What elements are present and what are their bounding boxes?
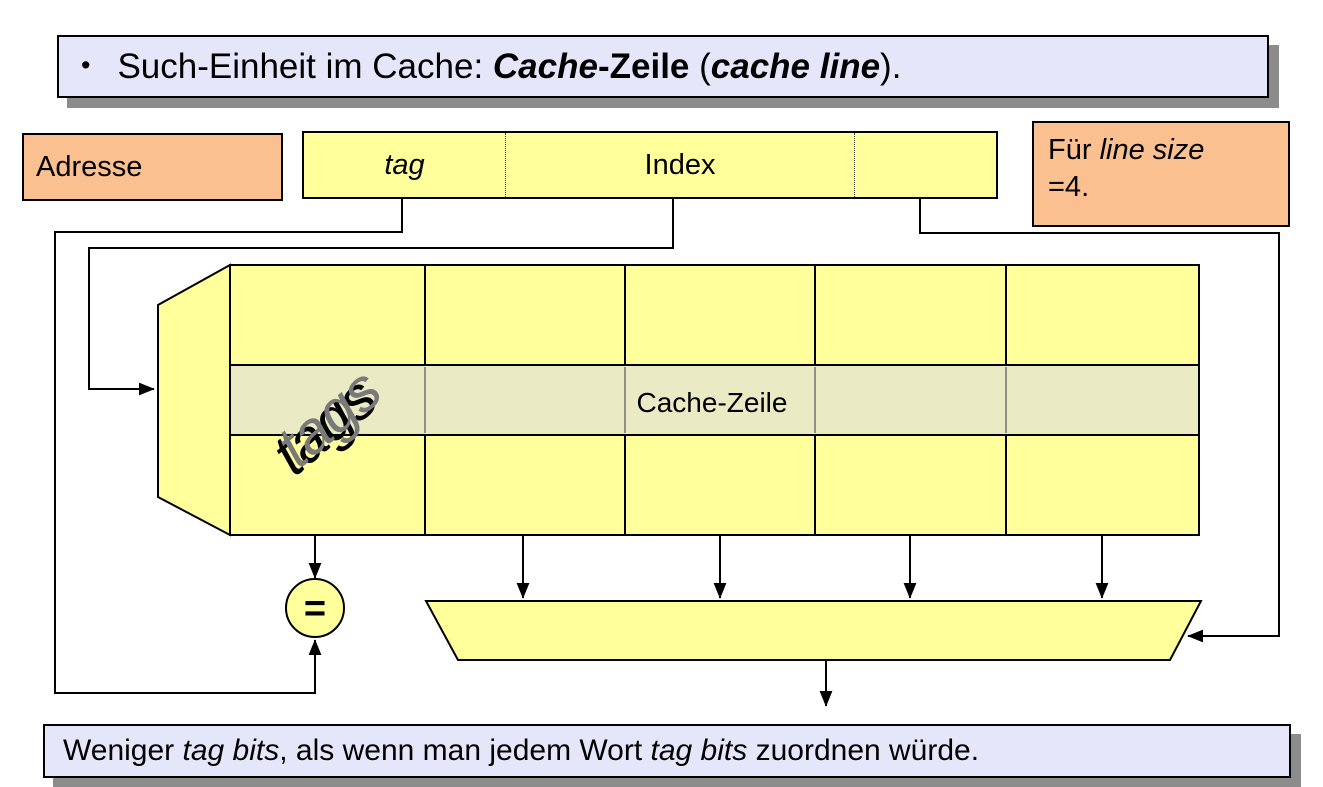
tag-label: tag bbox=[384, 148, 425, 181]
comparator-circle bbox=[285, 578, 345, 638]
offset-to-mux-connector bbox=[919, 197, 1280, 643]
title-text: Such-Einheit im Cache: Cache-Zeile (cach… bbox=[117, 46, 902, 86]
equals-symbol: = bbox=[304, 588, 326, 630]
bullet-icon: • bbox=[81, 50, 91, 80]
address-offset-section bbox=[854, 133, 996, 197]
tag-to-comparator-connector bbox=[54, 197, 403, 694]
row-decoder bbox=[157, 263, 231, 537]
index-to-decoder-connector bbox=[88, 197, 674, 396]
adresse-box: Adresse bbox=[22, 133, 283, 201]
note-line-2: =4. bbox=[1048, 171, 1090, 203]
mux bbox=[424, 600, 1203, 661]
index-label: Index bbox=[644, 148, 716, 181]
cache-line-row bbox=[229, 364, 1200, 436]
address-field: tag Index bbox=[302, 131, 998, 199]
line-size-note-box: Für line size =4. bbox=[1032, 121, 1290, 227]
cache-line-label: Cache-Zeile bbox=[637, 387, 788, 418]
bottom-banner: Weniger tag bits, als wenn man jedem Wor… bbox=[43, 724, 1291, 778]
address-tag-section: tag bbox=[304, 133, 505, 197]
note-line-1: Für line size bbox=[1048, 134, 1205, 166]
address-index-section: Index bbox=[505, 133, 854, 197]
adresse-label: Adresse bbox=[36, 150, 143, 183]
bottom-banner-text: Weniger tag bits, als wenn man jedem Wor… bbox=[63, 734, 980, 767]
title-banner: • Such-Einheit im Cache: Cache-Zeile (ca… bbox=[57, 35, 1269, 98]
